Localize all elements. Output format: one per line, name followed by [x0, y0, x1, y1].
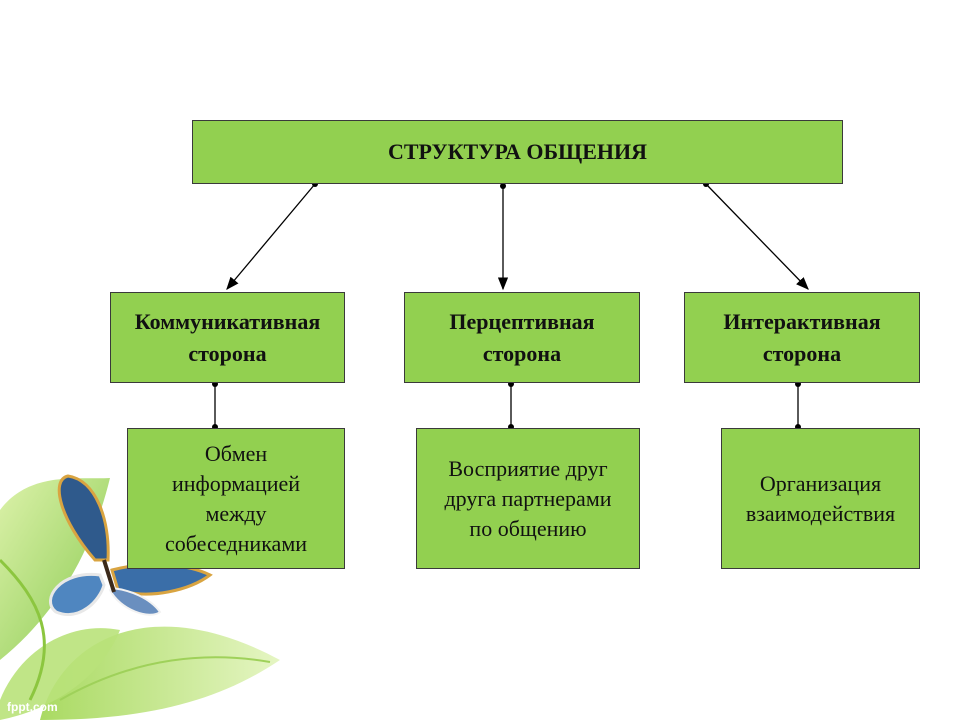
arrow-title-to-side-2 [500, 183, 506, 289]
arrow-title-to-side-1 [227, 181, 318, 289]
watermark-text: fppt.com [7, 700, 58, 714]
desc-text-perceptive: Восприятие друг друга партнерами по обще… [444, 454, 611, 544]
diagram-title: СТРУКТУРА ОБЩЕНИЯ [388, 139, 647, 165]
connector-side-2-to-desc-2 [508, 381, 514, 430]
desc-box-perceptive: Восприятие друг друга партнерами по обще… [416, 428, 640, 569]
side-box-perceptive: Перцептивная сторона [404, 292, 640, 383]
side-box-communicative: Коммуникативная сторона [110, 292, 345, 383]
desc-box-interactive: Организация взаимодействия [721, 428, 920, 569]
desc-box-communicative: Обмен информацией между собеседниками [127, 428, 345, 569]
side-label-perceptive: Перцептивная сторона [449, 306, 594, 370]
side-label-interactive: Интерактивная сторона [723, 306, 880, 370]
connector-side-1-to-desc-1 [212, 381, 218, 430]
arrow-title-to-side-3 [703, 181, 808, 289]
side-box-interactive: Интерактивная сторона [684, 292, 920, 383]
desc-text-interactive: Организация взаимодействия [746, 469, 895, 529]
desc-text-communicative: Обмен информацией между собеседниками [165, 439, 307, 559]
diagram-title-box: СТРУКТУРА ОБЩЕНИЯ [192, 120, 843, 184]
side-label-communicative: Коммуникативная сторона [135, 306, 320, 370]
connector-side-3-to-desc-3 [795, 381, 801, 430]
